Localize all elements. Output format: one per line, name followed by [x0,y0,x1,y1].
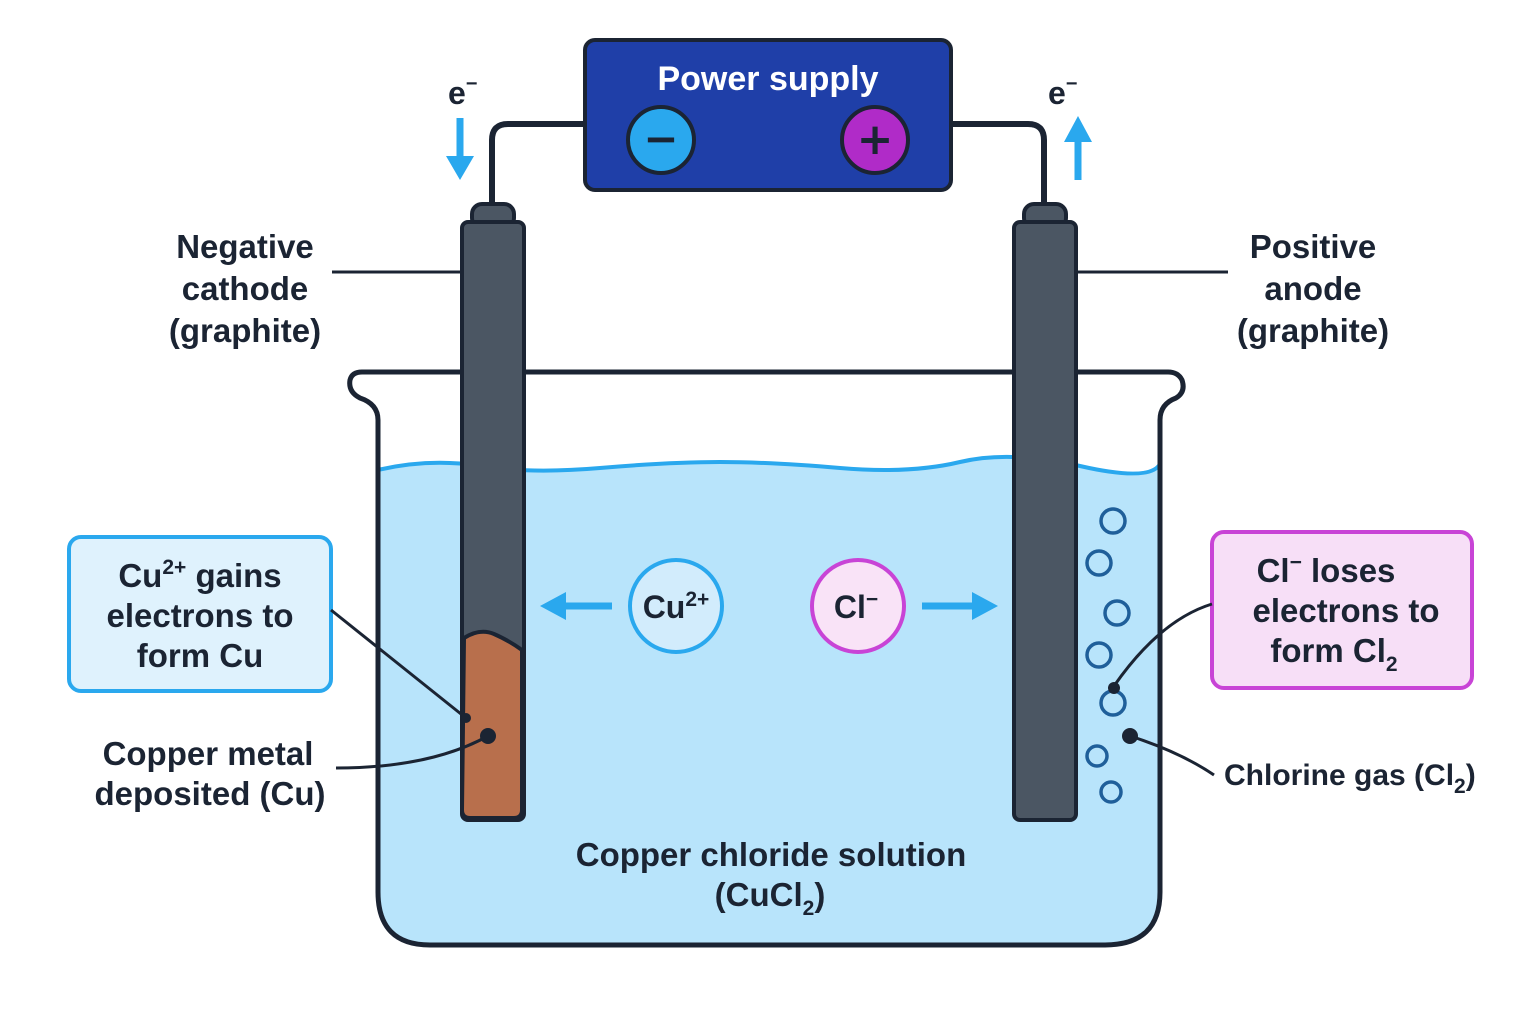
wire-right [950,121,1047,206]
beaker-outline [347,369,1186,948]
power-supply-title: Power supply [657,60,878,98]
power-supply: Power supply − + [583,38,953,192]
cu-ion: Cu2+ [628,558,724,654]
svg-text:Cl−: Cl− [834,588,878,625]
svg-text:electrons to: electrons to [1252,592,1439,629]
bubble [1099,780,1123,804]
cl-callout: Cl− loses electrons to form Cl2 [1210,530,1474,690]
svg-text:electrons to: electrons to [106,597,293,634]
electron-left-label: e− [448,73,477,111]
svg-text:Cl− loses: Cl− loses [1257,551,1396,589]
anode-electrode [1012,202,1078,822]
negative-terminal-symbol: − [643,114,678,163]
cu-ion-arrowhead [540,592,566,620]
cathode-electrode [459,202,526,822]
solution-label: Copper chloride solution (CuCl2) [576,836,967,920]
electron-right-label: e− [1048,73,1077,111]
bubble [1085,744,1109,768]
cl-callout-leader [1112,602,1213,687]
svg-text:Negative: Negative [176,228,314,265]
svg-text:deposited (Cu): deposited (Cu) [95,775,326,812]
cl-ion-arrowhead [972,592,998,620]
bubble [1103,599,1131,627]
solution [378,456,1160,945]
cl-ion: Cl− [810,558,906,654]
svg-text:cathode: cathode [182,270,309,307]
positive-terminal-symbol: + [857,114,894,165]
copper-deposit [459,629,524,820]
copper-label: Copper metal deposited (Cu) [95,735,326,812]
cathode-label: Negative cathode (graphite) [169,228,321,349]
copper-leader-dot [480,728,496,744]
svg-text:anode: anode [1264,270,1361,307]
svg-text:Copper metal: Copper metal [103,735,314,772]
wire-left [489,121,586,206]
cu-callout-leader [330,608,467,720]
svg-text:form Cu: form Cu [137,637,264,674]
svg-text:Cu2+ gains: Cu2+ gains [118,556,281,594]
anode-label: Positive anode (graphite) [1237,228,1389,349]
cu-callout: Cu2+ gains electrons to form Cu [67,535,333,693]
svg-text:Cu2+: Cu2+ [643,588,710,625]
positive-terminal [840,105,910,175]
svg-text:(graphite): (graphite) [1237,312,1389,349]
svg-text:(graphite): (graphite) [169,312,321,349]
electron-left-arrowhead [446,156,474,180]
svg-text:(CuCl2): (CuCl2) [715,876,826,920]
bubble [1085,549,1113,577]
bubble [1099,507,1127,535]
chlorine-leader [1129,734,1215,777]
svg-text:Positive: Positive [1250,228,1377,265]
electron-right-arrowhead [1064,116,1092,142]
cu-callout-leader-dot [461,713,471,723]
svg-text:form Cl2: form Cl2 [1270,632,1397,676]
chlorine-leader-dot [1122,728,1138,744]
negative-terminal [626,105,696,175]
cl-callout-leader-dot [1108,682,1120,694]
svg-text:Copper chloride solution: Copper chloride solution [576,836,967,873]
bubble [1085,641,1113,669]
chlorine-gas-label: Chlorine gas (Cl2) [1224,759,1476,798]
copper-leader [335,734,489,770]
